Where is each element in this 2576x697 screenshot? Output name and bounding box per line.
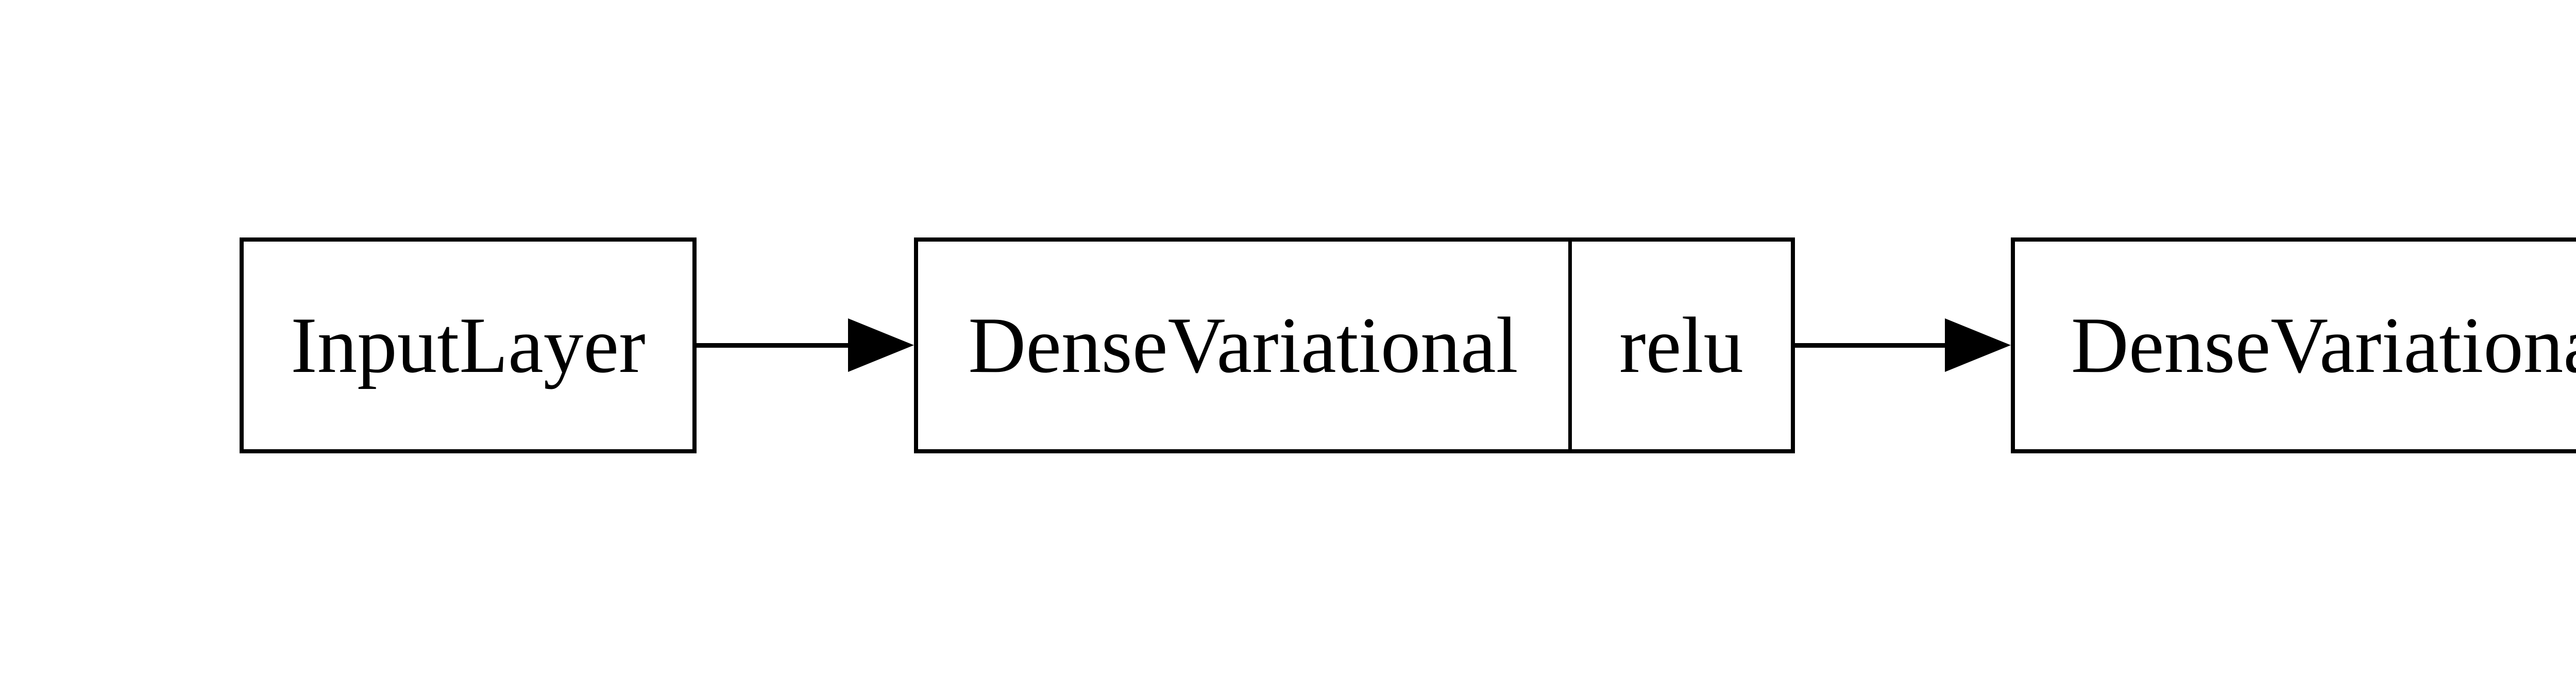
node-inputlayer: InputLayer <box>240 237 697 453</box>
layer-type-label: DenseVariational <box>968 301 1518 389</box>
edge-line <box>1795 343 1947 348</box>
layer-type-label: InputLayer <box>291 301 646 389</box>
layer-type-label: DenseVariational <box>2071 301 2576 389</box>
arrowhead-icon <box>848 318 914 372</box>
activation-label: relu <box>1568 242 1791 449</box>
node-densevariational-linear: DenseVariational linear <box>2011 237 2576 453</box>
edge-line <box>697 343 851 348</box>
node-densevariational-relu: DenseVariational relu <box>914 237 1795 453</box>
arrowhead-icon <box>1945 318 2011 372</box>
